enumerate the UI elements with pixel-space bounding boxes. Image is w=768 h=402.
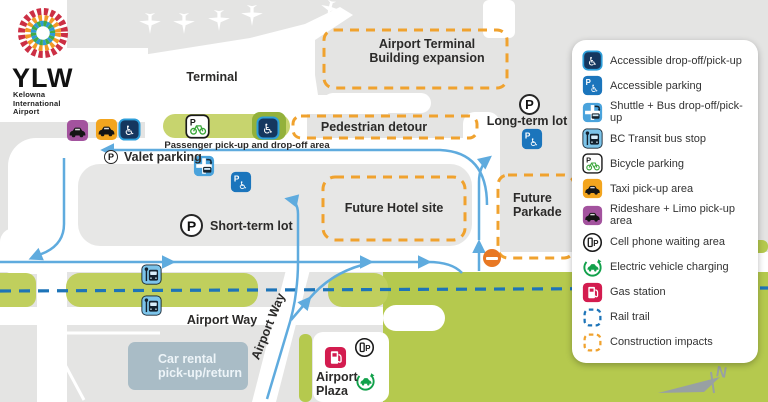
ev-charging-icon — [582, 257, 603, 278]
car-rental-box: Car rental pick-up/return — [128, 342, 248, 390]
valet-parking-icon: P — [104, 150, 118, 164]
airport-logo: YLW Kelowna International Airport — [8, 6, 118, 117]
bc-transit-icon — [141, 295, 162, 316]
legend-item: Shuttle + Bus drop-off/pick-up — [582, 100, 750, 124]
traffic-flow-arrows — [0, 143, 492, 400]
accessible-parking-icon — [521, 128, 543, 150]
accessible-dropoff-icon — [256, 116, 280, 140]
logo-sunburst-icon — [18, 8, 68, 58]
bc-transit-icon — [582, 128, 603, 149]
north-arrow — [658, 371, 720, 394]
logo-name: Kelowna International Airport — [13, 90, 61, 116]
long-term-parking-icon: P — [519, 94, 540, 115]
rail-trail-icon — [582, 307, 603, 328]
terminal-label: Terminal — [186, 70, 238, 84]
legend-item: Accessible parking — [582, 75, 750, 96]
taxi-icon — [95, 118, 118, 141]
bicycle-parking-icon — [582, 153, 603, 174]
passenger-area-label: Passenger pick-up and drop-off area — [164, 140, 330, 151]
legend-item: Taxi pick-up area — [582, 178, 750, 199]
short-term-lot-area — [78, 164, 472, 246]
legend-item: Rail trail — [582, 307, 750, 328]
airport-plaza-label: Airport Plaza — [316, 370, 358, 398]
rail-trail-line — [0, 286, 768, 293]
legend-item: Construction impacts — [582, 332, 750, 353]
legend-item: Cell phone waiting area — [582, 232, 750, 253]
legend-panel: Accessible drop-off/pick-up Accessible p… — [572, 40, 758, 363]
bc-transit-icon — [141, 264, 162, 285]
terminal-expansion-label: Airport Terminal Building expansion — [369, 37, 485, 65]
airport-way-label: Airport Way — [186, 313, 258, 327]
pedestrian-detour-zone — [291, 114, 479, 140]
legend-item: Rideshare + Limo pick-up area — [582, 203, 750, 227]
legend-item: BC Transit bus stop — [582, 128, 750, 149]
pedestrian-detour-label: Pedestrian detour — [320, 120, 428, 134]
legend-item: Accessible drop-off/pick-up — [582, 50, 750, 71]
short-term-lot-label: Short-term lot — [210, 219, 293, 233]
legend-item: Bicycle parking — [582, 153, 750, 174]
rideshare-limo-icon — [66, 119, 89, 142]
gas-station-icon — [582, 282, 603, 303]
cell-phone-waiting-icon — [354, 337, 375, 358]
ev-charging-icon — [355, 371, 376, 392]
cell-phone-waiting-icon — [582, 232, 603, 253]
future-hotel-label: Future Hotel site — [344, 201, 444, 215]
short-term-parking-icon: P — [180, 214, 203, 237]
accessible-parking-icon — [230, 171, 252, 193]
accessible-dropoff-icon — [118, 118, 141, 141]
legend-item: Gas station — [582, 282, 750, 303]
bicycle-parking-icon — [185, 114, 210, 139]
legend-item: Electric vehicle charging — [582, 257, 750, 278]
accessible-dropoff-icon — [582, 50, 603, 71]
taxi-icon — [582, 178, 603, 199]
logo-code: YLW — [12, 63, 74, 93]
accessible-parking-icon — [582, 75, 603, 96]
terminal-building — [136, 7, 388, 114]
construction-impacts-icon — [582, 332, 603, 353]
rideshare-limo-icon — [582, 205, 603, 226]
no-entry-sign-icon — [483, 249, 501, 267]
valet-parking-label: Valet parking — [124, 150, 202, 164]
gas-station-icon — [324, 346, 347, 369]
long-term-lot-label: Long-term lot — [486, 114, 568, 128]
terminal-expansion-zone — [322, 28, 509, 90]
shuttle-bus-icon — [582, 102, 603, 123]
future-parkade-label: Future Parkade — [513, 191, 562, 219]
